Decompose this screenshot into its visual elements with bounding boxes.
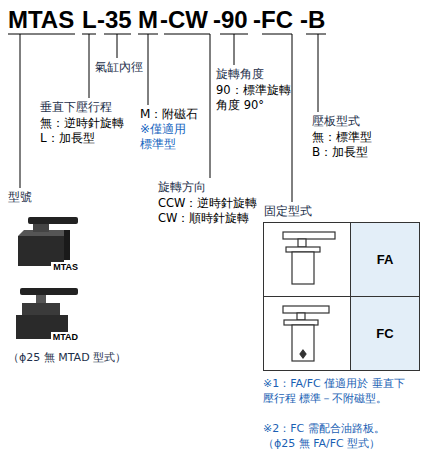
model-code-part: -B	[300, 6, 325, 34]
annotation: L：加長型	[40, 131, 95, 146]
cylinder-body	[292, 325, 314, 361]
annotation: 無：逆時針旋轉	[40, 116, 124, 131]
leader-line	[220, 34, 248, 65]
clamp-arm	[28, 217, 78, 224]
annotation: 壓板型式	[312, 114, 360, 129]
mount-type-row: FA	[263, 222, 420, 297]
leader-line	[104, 34, 131, 58]
mount-type-code: FA	[350, 223, 419, 296]
annotation: CW：順時針旋轉	[158, 211, 249, 226]
cylinder-head	[22, 303, 60, 315]
leader-line	[262, 34, 292, 202]
piston-rod	[297, 313, 305, 320]
annotation: 旋轉方向	[158, 180, 206, 195]
annotation: ※僅適用 標準型	[140, 122, 196, 152]
leader-line	[82, 34, 96, 98]
annotation: M：附磁石	[140, 107, 198, 122]
piston-rod	[36, 295, 46, 303]
fc-drawing	[283, 306, 329, 361]
model-code-part: -CW	[160, 6, 208, 34]
piston-rod	[298, 239, 306, 247]
fa-drawing	[283, 232, 335, 284]
annotation: 固定型式	[264, 204, 312, 219]
annotation: 氣缸內徑	[95, 60, 143, 75]
annotation: （ϕ25 無 FA/FC 型式）	[263, 436, 433, 451]
mount-type-row: FC	[263, 296, 420, 371]
piston-rod	[33, 224, 49, 232]
model-tag: MTAD	[51, 332, 80, 342]
model-tag: MTAS	[51, 262, 80, 272]
annotation: 型號	[8, 190, 32, 205]
cylinder-side	[64, 230, 70, 260]
annotation: （ϕ25 無 MTAD 型式）	[8, 350, 126, 365]
leader-line	[164, 34, 210, 178]
mount-type-code: FC	[350, 297, 419, 370]
mtas-photo	[18, 217, 78, 266]
product-photo: MTAD	[12, 285, 80, 342]
leader-line	[306, 34, 326, 112]
leader-lines	[8, 34, 326, 202]
clamp-arm	[283, 306, 329, 313]
product-photo: MTAS	[12, 215, 80, 272]
annotation: B：加長型	[312, 145, 368, 160]
flange	[286, 247, 320, 252]
clamp-arm	[20, 288, 78, 295]
clamp-arm	[283, 232, 335, 239]
oil-port	[300, 350, 306, 358]
model-code-part: L	[82, 6, 97, 34]
annotation: 90：標準旋轉 角度 90°	[216, 83, 296, 113]
annotation: 垂直下壓行程	[40, 100, 112, 115]
model-code-part: -90	[213, 6, 248, 34]
model-code-part: MTAS	[8, 6, 74, 34]
annotation: 旋轉角度	[216, 67, 264, 82]
cylinder-body	[292, 252, 314, 284]
model-code-part: -FC	[253, 6, 293, 34]
annotation: ※2：FC 需配合油路板。	[263, 421, 433, 436]
flange	[284, 320, 318, 325]
annotation: ※1：FA/FC 僅適用於 垂直下壓行程 標準－不附磁型。	[263, 376, 413, 406]
model-code-part: -35	[97, 6, 132, 34]
model-code-part: M	[138, 6, 158, 34]
annotation: CCW：逆時針旋轉	[158, 196, 257, 211]
annotation: 無：標準型	[312, 130, 372, 145]
